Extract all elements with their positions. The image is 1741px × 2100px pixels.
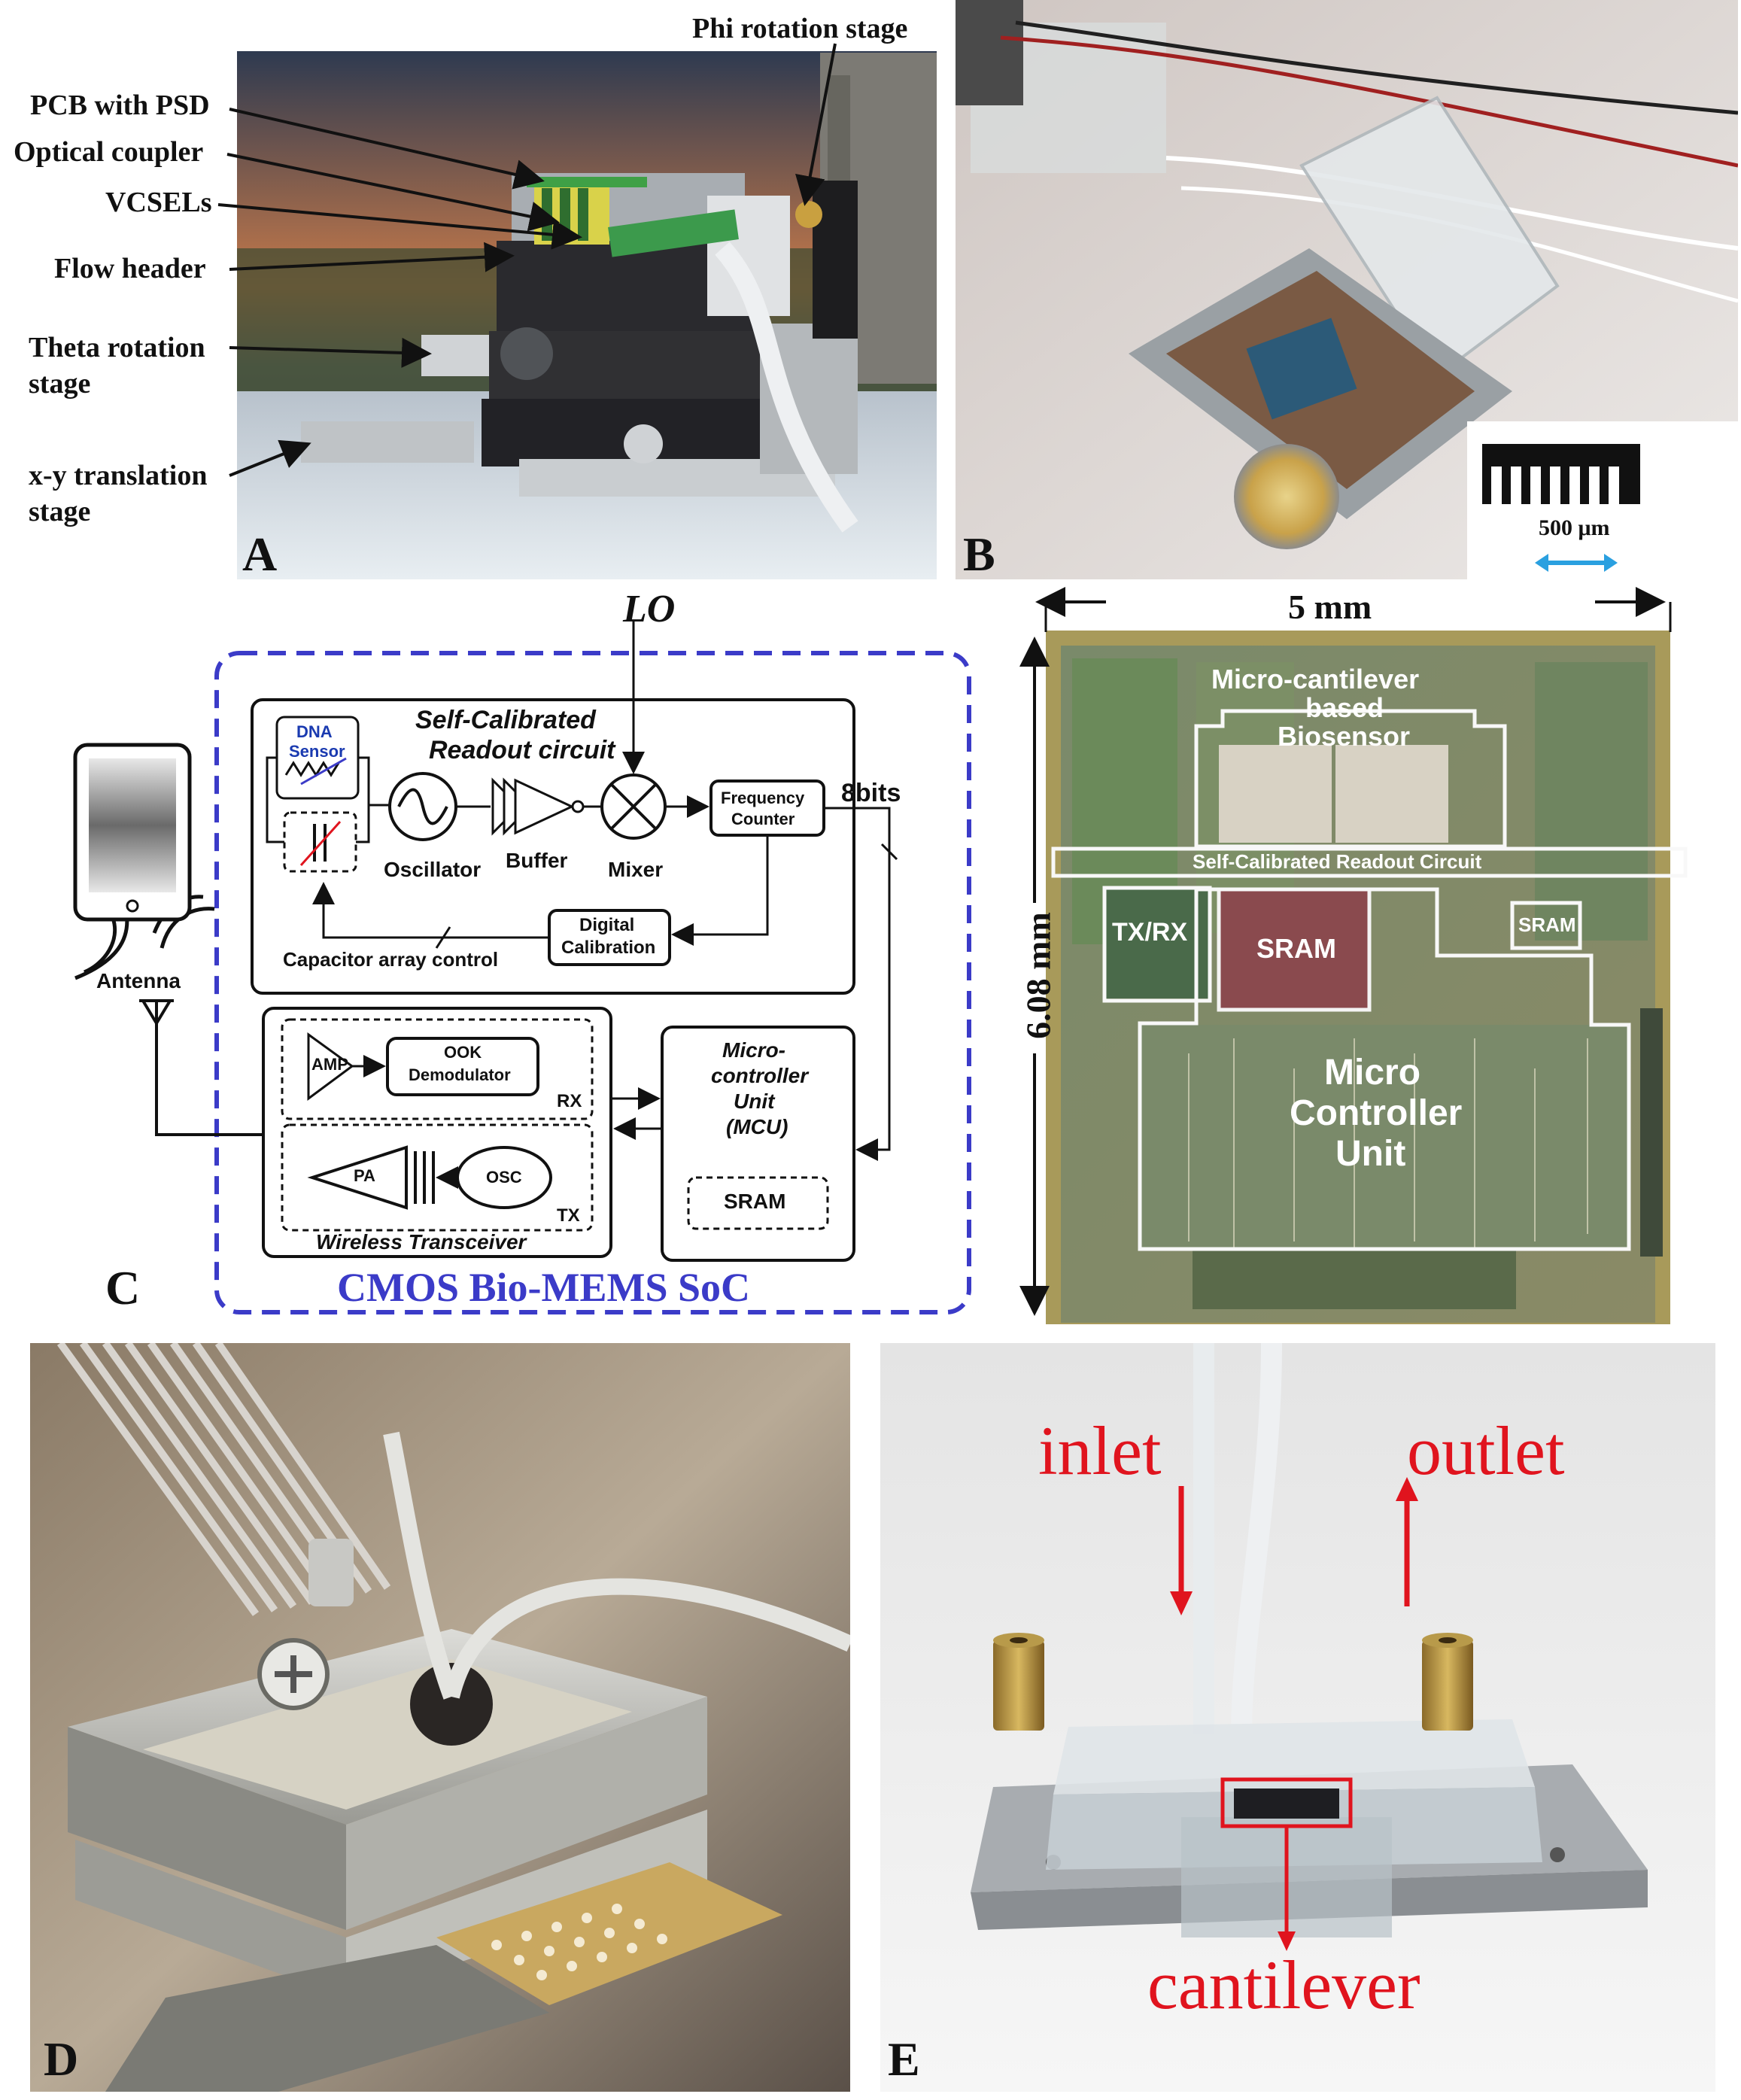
label-flow-header: Flow header: [54, 253, 206, 284]
wireless-transceiver-block: [262, 1007, 612, 1258]
chip-height-label: 6.08 mm: [1019, 912, 1058, 1039]
label-pcb-with-psd: PCB with PSD: [30, 90, 210, 121]
soc-boundary: [214, 651, 971, 1314]
soc-title: CMOS Bio-MEMS SoC: [337, 1265, 751, 1310]
chip-photo: [1019, 587, 1688, 1324]
rx-subblock: [281, 1018, 594, 1120]
chip-readout-label: Self-Calibrated Readout Circuit: [1193, 850, 1482, 873]
panel-letter-b: B: [963, 527, 995, 579]
panel-b: 500 μm B: [956, 0, 1738, 579]
ook-label-1: OOK: [444, 1043, 482, 1062]
chip-cantilever-label-1: Micro-cantilever: [1211, 664, 1420, 694]
panel-a: PCB with PSD Optical coupler VCSELs Flow…: [0, 0, 948, 579]
digital-calibration-label-2: Calibration: [561, 938, 656, 958]
panel-letter-c: C: [105, 1261, 141, 1314]
capacitor-array: [283, 811, 357, 873]
soc-block-diagram: [73, 621, 971, 1314]
chip-mcu-label-1: Micro: [1324, 1053, 1421, 1093]
outlet-label: outlet: [1407, 1412, 1565, 1489]
label-vcsels: VCSELs: [105, 187, 212, 218]
ook-label-2: Demodulator: [409, 1065, 511, 1084]
panel-e: inlet outlet cantilever E: [880, 1343, 1715, 2092]
lo-label: LO: [623, 588, 676, 631]
panel-d-photo: [30, 1343, 850, 2092]
scale-bar-label: 500 μm: [1539, 515, 1610, 540]
mcu-sram-label: SRAM: [724, 1190, 786, 1213]
readout-circuit-block: [251, 698, 855, 995]
chip-width-label: 5 mm: [1288, 588, 1372, 626]
dna-sensor-label-1: DNA: [296, 722, 333, 741]
label-xy-stage: stage: [29, 496, 91, 527]
mcu-sram-block: [687, 1176, 829, 1230]
buffer-triangles: [491, 777, 585, 836]
tablet-icon: [73, 743, 192, 922]
inlet-label: inlet: [1038, 1412, 1162, 1489]
tx-subblock: [281, 1123, 594, 1232]
label-phi-rotation-stage: Phi rotation stage: [692, 13, 908, 44]
chip-cantilever-label-3: Biosensor: [1278, 721, 1411, 752]
mcu-label-2: controller: [711, 1064, 809, 1087]
dna-sensor-label-2: Sensor: [289, 742, 345, 761]
capacitor-array-label: Capacitor array control: [283, 948, 499, 971]
panel-letter-a: A: [242, 527, 278, 579]
amp-label: AMP: [311, 1055, 348, 1074]
chip-txrx-label: TX/RX: [1112, 918, 1188, 947]
mcu-label-3: Unit: [734, 1090, 775, 1113]
chip-cantilever-label-2: based: [1305, 692, 1384, 723]
tx-label: TX: [557, 1205, 580, 1226]
cantilever-label: cantilever: [1147, 1947, 1420, 2023]
buffer-label: Buffer: [506, 849, 568, 872]
ook-demodulator-block: [386, 1037, 539, 1096]
antenna-label: Antenna: [96, 969, 181, 992]
panel-a-photo: [237, 51, 937, 579]
panel-d: D: [30, 1343, 850, 2092]
mcu-block: [661, 1026, 855, 1262]
panel-c: LO 8bits DNA Sensor Self-Calibrated Read…: [0, 587, 993, 1324]
chip-sram-small-label: SRAM: [1518, 913, 1576, 936]
label-xy-translation: x-y translation: [29, 460, 208, 491]
panel-b-photo: [956, 0, 1738, 579]
digital-calibration-label-1: Digital: [579, 915, 635, 935]
frequency-counter-label-2: Counter: [731, 810, 795, 828]
panel-letter-d: D: [44, 2032, 79, 2086]
label-theta-rotation: Theta rotation: [29, 332, 205, 363]
chip-mcu-label-2: Controller: [1290, 1093, 1463, 1133]
osc-label: OSC: [486, 1168, 522, 1187]
frequency-counter-label-1: Frequency: [721, 789, 805, 807]
mcu-label-1: Micro-: [722, 1038, 785, 1062]
pa-label: PA: [354, 1166, 375, 1185]
mcu-label-4: (MCU): [726, 1115, 788, 1138]
chip-sram-area: [1217, 887, 1372, 1012]
panel-e-photo: [880, 1343, 1715, 2092]
antenna-icon: [139, 999, 174, 1083]
chip-sram-big-label: SRAM: [1256, 933, 1336, 964]
readout-title-1: Self-Calibrated: [415, 706, 596, 734]
readout-title-2: Readout circuit: [429, 736, 615, 764]
panel-letter-e: E: [888, 2032, 920, 2086]
chip-mcu-label-3: Unit: [1335, 1134, 1406, 1174]
bits-label: 8bits: [841, 779, 901, 807]
label-optical-coupler: Optical coupler: [14, 136, 204, 168]
oscillator-label: Oscillator: [384, 858, 482, 881]
transceiver-label: Wireless Transceiver: [316, 1230, 527, 1254]
mixer-label: Mixer: [608, 858, 664, 881]
rx-label: RX: [557, 1091, 582, 1111]
panel-chip-micrograph: 5 mm 6.08 mm Micro-cantilever based Bios…: [993, 587, 1741, 1324]
panel-a-pointers: [217, 43, 837, 477]
label-theta-stage: stage: [29, 368, 91, 400]
